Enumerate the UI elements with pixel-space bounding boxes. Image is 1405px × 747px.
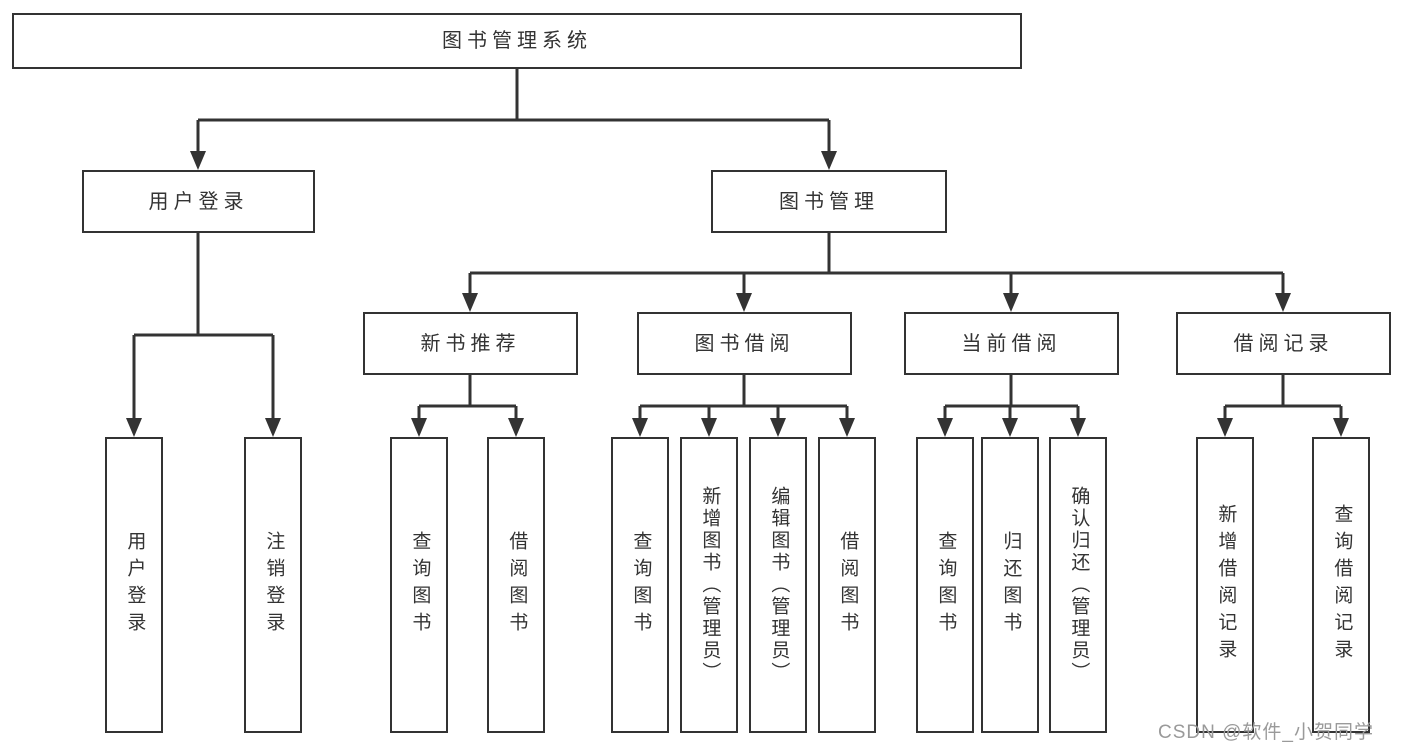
node-label: 归还图书 [1000,531,1022,639]
edge-book-management-to-level3 [462,233,1291,312]
arrowhead-icon [632,418,648,437]
arrowhead-icon [1070,418,1086,437]
node-label: 借阅图书 [837,531,859,639]
node-label: 查询图书 [630,531,652,639]
arrowhead-icon [770,418,786,437]
node-label: 借阅图书 [506,531,528,639]
arrowhead-icon [736,293,752,312]
leaf-edit-books-admin: 编辑图书（管理员） [749,437,807,733]
leaf-query-borrow-record: 查询借阅记录 [1312,437,1370,733]
arrowhead-icon [1002,418,1018,437]
arrowhead-icon [1217,418,1233,437]
edge-current-borrow-to-leaves [937,375,1086,437]
leaf-logout-login: 注销登录 [244,437,302,733]
arrowhead-icon [839,418,855,437]
node-label: 新增借阅记录 [1215,504,1237,666]
leaf-add-books-admin: 新增图书（管理员） [680,437,738,733]
edge-user-login-to-leaves [126,233,281,437]
arrowhead-icon [462,293,478,312]
leaf-query-books: 查询图书 [390,437,448,733]
arrowhead-icon [821,151,837,170]
arrowhead-icon [1333,418,1349,437]
edge-new-book-recommend-to-leaves [411,375,524,437]
leaf-query-books-3: 查询图书 [916,437,974,733]
arrowhead-icon [411,418,427,437]
arrowhead-icon [190,151,206,170]
node-label: 查询图书 [935,531,957,639]
leaf-user-login: 用户登录 [105,437,163,733]
node-current-borrow: 当前借阅 [904,312,1119,375]
node-label: 新书推荐 [420,332,521,355]
node-label: 借阅记录 [1233,332,1334,355]
leaf-borrow-books: 借阅图书 [487,437,545,733]
arrowhead-icon [1003,293,1019,312]
edge-borrow-record-to-leaves [1217,375,1349,437]
node-label: 图书管理 [779,190,879,213]
node-label: 当前借阅 [961,332,1062,355]
node-label: 图书借阅 [694,332,795,355]
edge-book-borrow-to-leaves [632,375,855,437]
node-label: 查询借阅记录 [1331,504,1353,666]
node-label: 注销登录 [263,531,285,639]
arrowhead-icon [508,418,524,437]
node-borrow-record: 借阅记录 [1176,312,1391,375]
leaf-borrow-books-2: 借阅图书 [818,437,876,733]
arrowhead-icon [126,418,142,437]
arrowhead-icon [265,418,281,437]
node-label: 查询图书 [409,531,431,639]
node-new-book-recommend: 新书推荐 [363,312,578,375]
node-label: 图书管理系统 [442,30,592,52]
node-label: 用户登录 [148,190,249,213]
arrowhead-icon [937,418,953,437]
node-book-management: 图书管理 [711,170,947,233]
node-book-borrow: 图书借阅 [637,312,852,375]
leaf-add-borrow-record: 新增借阅记录 [1196,437,1254,733]
leaf-confirm-return-admin: 确认归还（管理员） [1049,437,1107,733]
arrowhead-icon [1275,293,1291,312]
node-user-login: 用户登录 [82,170,315,233]
leaf-query-books-2: 查询图书 [611,437,669,733]
leaf-return-books: 归还图书 [981,437,1039,733]
edge-root-to-level2 [190,69,837,170]
arrowhead-icon [701,418,717,437]
node-label: 新增图书（管理员） [699,486,721,684]
node-label: 用户登录 [124,531,146,639]
csdn-watermark: CSDN @软件_小贺同学 [1158,722,1374,743]
node-label: 编辑图书（管理员） [768,486,790,684]
node-label: 确认归还（管理员） [1068,486,1090,684]
node-library-management-system: 图书管理系统 [12,13,1022,69]
